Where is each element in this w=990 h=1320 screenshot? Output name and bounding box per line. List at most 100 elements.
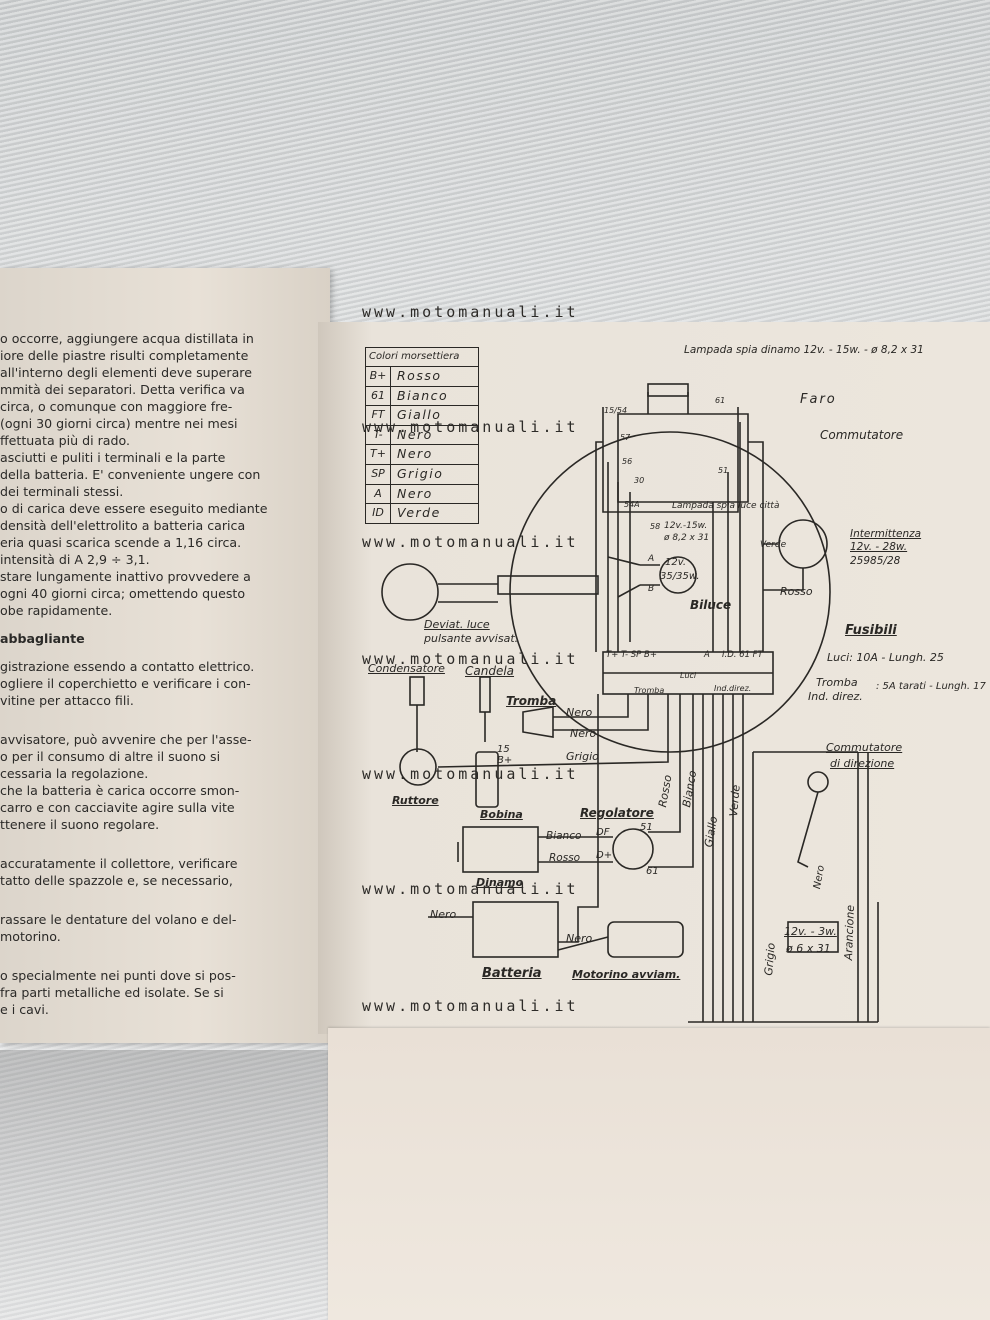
legend-title: Colori morsettiera [366,348,478,367]
label-tromba-fus: Tromba [816,676,858,689]
legend-color: Grigio [397,465,444,481]
legend-color: Verde [397,505,441,521]
label-rosso-reg: Rosso [549,852,581,864]
label-nero-1: Nero [566,706,593,719]
text-line: avvisatore, può avvenire che per l'asse- [0,732,252,747]
text-line: carro e con cacciavite agire sulla vite [0,800,235,815]
label-biluce-spec: 12v. [665,557,687,568]
label-lampada-dinamo: Lampada spia dinamo 12v. - 15w. - ø 8,2 … [684,344,924,356]
label-stop-spec: 12v. - 3w. [784,925,837,938]
watermark: www.motomanuali.it [362,880,579,898]
text-line: della batteria. E' conveniente ungere co… [0,467,261,482]
text-line: gistrazione essendo a contatto elettrico… [0,659,255,674]
label-t61: 61 [715,396,726,405]
text-line: circa, o comunque con maggiore fre- [0,399,233,414]
label-luci-small: Luci [680,671,697,680]
label-df: DF [596,827,610,838]
label-tromba: Tromba [506,694,557,708]
label-r51: 51 [640,822,653,833]
label-verde-vert: Verde [727,784,743,818]
label-t51: 51 [718,466,729,475]
label-ind-direz: Ind. direz. [808,690,863,703]
label-fusibili: Fusibili [845,623,897,638]
label-t58: 58 [650,522,661,531]
headlamp-circle [509,431,831,753]
label-commutatore: Commutatore [820,428,904,442]
text-line: o per il consumo di altre il suono si [0,749,221,764]
text-line: mmità dei separatori. Detta verifica va [0,382,245,397]
text-line: all'interno degli elementi deve superare [0,365,252,380]
label-dinamo: Dinamo [476,876,524,889]
label-biluce: Biluce [690,598,732,612]
label-commutatore-dir: Commutatore [826,741,903,754]
label-luci: Luci: 10A - Lungh. 25 [827,651,944,664]
legend-color: Nero [397,446,433,462]
label-tb: B [648,584,655,594]
text-line: intensità di A 2,9 ÷ 3,1. [0,552,150,567]
text-line: motorino. [0,929,61,944]
legend-code: ID [366,504,391,523]
label-terminals: T+ T- SP B+ [606,650,657,660]
label-lampada-citta: Lampada spia luce città [672,501,780,511]
text-line: o specialmente nei punti dove si pos- [0,968,236,983]
legend-code: B+ [366,367,391,386]
label-t57: 57 [620,433,631,442]
legend-row: ID Verde [366,504,478,523]
label-batteria: Batteria [482,966,542,981]
label-deviat: Deviat. luce [424,618,490,631]
text-line: ogliere il coperchietto e verificare i c… [0,676,251,691]
folded-page [328,1028,990,1320]
text-line: densità dell'elettrolito a batteria cari… [0,518,246,533]
text-line: stare lungamente inattivo provvedere a [0,569,251,584]
text-line: cessaria la regolazione. [0,766,149,781]
label-grigio-1: Grigio [566,750,599,763]
text-line: obe rapidamente. [0,603,113,618]
label-bobina: Bobina [480,808,523,821]
label-biluce-spec2: 35/35w. [660,571,700,582]
text-line: ogni 40 giorni circa; omettendo questo [0,586,246,601]
switch-box [617,413,749,503]
legend-code: 61 [366,386,391,406]
label-nero-2: Nero [570,727,597,740]
legend-color: Giallo [397,407,442,423]
label-intermittenza-spec: 12v. - 28w. [850,541,908,553]
label-intermittenza-code: 25985/28 [850,555,901,567]
watermark: www.motomanuali.it [362,533,579,551]
left-page-text: o occorre, aggiungere acqua distillata i… [0,330,292,1018]
watermark: www.motomanuali.it [362,303,579,321]
text-line: o occorre, aggiungere acqua distillata i… [0,331,254,346]
label-terminal-a: A [704,650,710,660]
label-t56: 56 [622,457,633,466]
label-regolatore: Regolatore [580,806,654,820]
label-bianco: Bianco [546,830,582,842]
legend-color: Nero [397,426,433,442]
text-line: vitine per attacco fili. [0,693,134,708]
label-ruttore: Ruttore [392,794,439,807]
wiring-diagram [381,383,879,1023]
label-verde-wire: Verde [760,540,787,550]
label-lampada-citta-spec: 12v.-15w. [664,521,708,531]
label-di-direzione: di direzione [830,757,895,770]
text-line: rassare le dentature del volano e del- [0,912,237,927]
label-condensatore: Condensatore [368,662,445,675]
watermark: www.motomanuali.it [362,765,579,783]
legend-color: Rosso [397,368,442,383]
text-line: accuratamente il collettore, verificare [0,856,238,871]
section-heading: abbagliante [0,631,85,646]
text-line: tatto delle spazzole e, se necessario, [0,873,233,888]
legend-color: Nero [397,485,433,501]
label-candela: Candela [465,664,515,678]
legend-row: B+ Rosso [366,367,478,387]
watermark: www.motomanuali.it [362,418,579,436]
label-terminal-id: I.D. 61 FT [722,650,763,660]
label-tromba-small: Tromba [634,686,665,695]
text-line: fra parti metalliche ed isolate. Se si [0,985,224,1000]
legend-row: SP Grigio [366,464,478,485]
text-line: (ogni 30 giorni circa) mentre nei mesi [0,416,238,431]
legend-code: SP [366,464,391,484]
text-line: eria quasi scarica scende a 1,16 circa. [0,535,242,550]
text-line: iore delle piastre risulti completamente [0,348,249,363]
